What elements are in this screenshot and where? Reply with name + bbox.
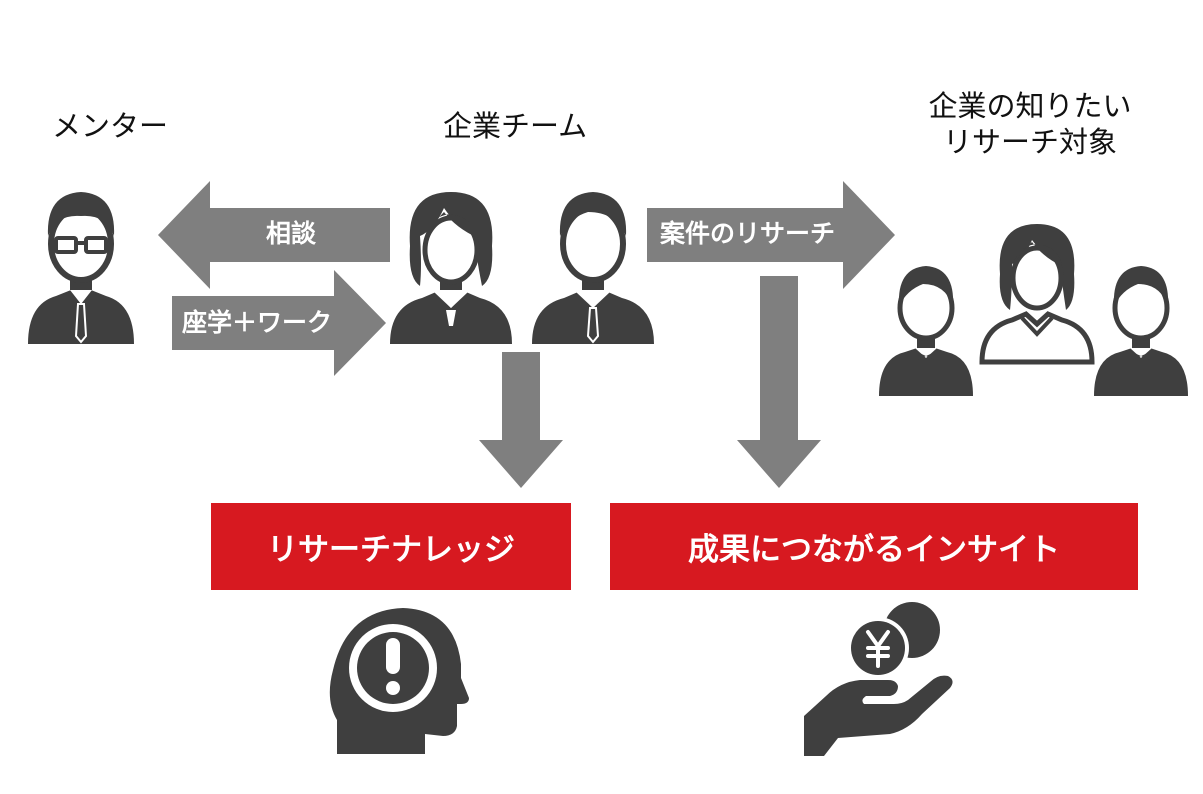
case-research-arrow-label: 案件のリサーチ xyxy=(660,219,836,248)
consult-arrow xyxy=(158,181,390,289)
person-bowtie-icon xyxy=(879,266,973,396)
person-glasses-icon xyxy=(28,192,134,344)
knowledge-down-arrow xyxy=(479,352,563,488)
company-team-label: 企業チーム xyxy=(443,109,588,143)
research-target-label-line2: リサーチ対象 xyxy=(942,125,1117,159)
research-knowledge-box: リサーチナレッジ xyxy=(211,503,571,590)
lecture-work-arrow xyxy=(172,270,386,376)
lecture-work-arrow-label: 座学＋ワーク xyxy=(182,308,333,337)
consult-arrow-label: 相談 xyxy=(266,219,317,248)
mentor-label: メンター xyxy=(52,109,169,143)
hand-yen-coin-icon xyxy=(804,602,953,756)
person-bowtie-icon xyxy=(1094,266,1188,396)
insight-box: 成果につながるインサイト xyxy=(610,503,1138,590)
person-male-icon xyxy=(532,192,654,344)
person-female-icon xyxy=(390,192,512,344)
person-female-outline-icon xyxy=(979,224,1095,365)
head-exclamation-icon xyxy=(329,608,469,754)
case-research-arrow xyxy=(647,181,895,289)
research-target-label-line1: 企業の知りたい xyxy=(928,89,1132,123)
insight-down-arrow xyxy=(737,276,821,488)
